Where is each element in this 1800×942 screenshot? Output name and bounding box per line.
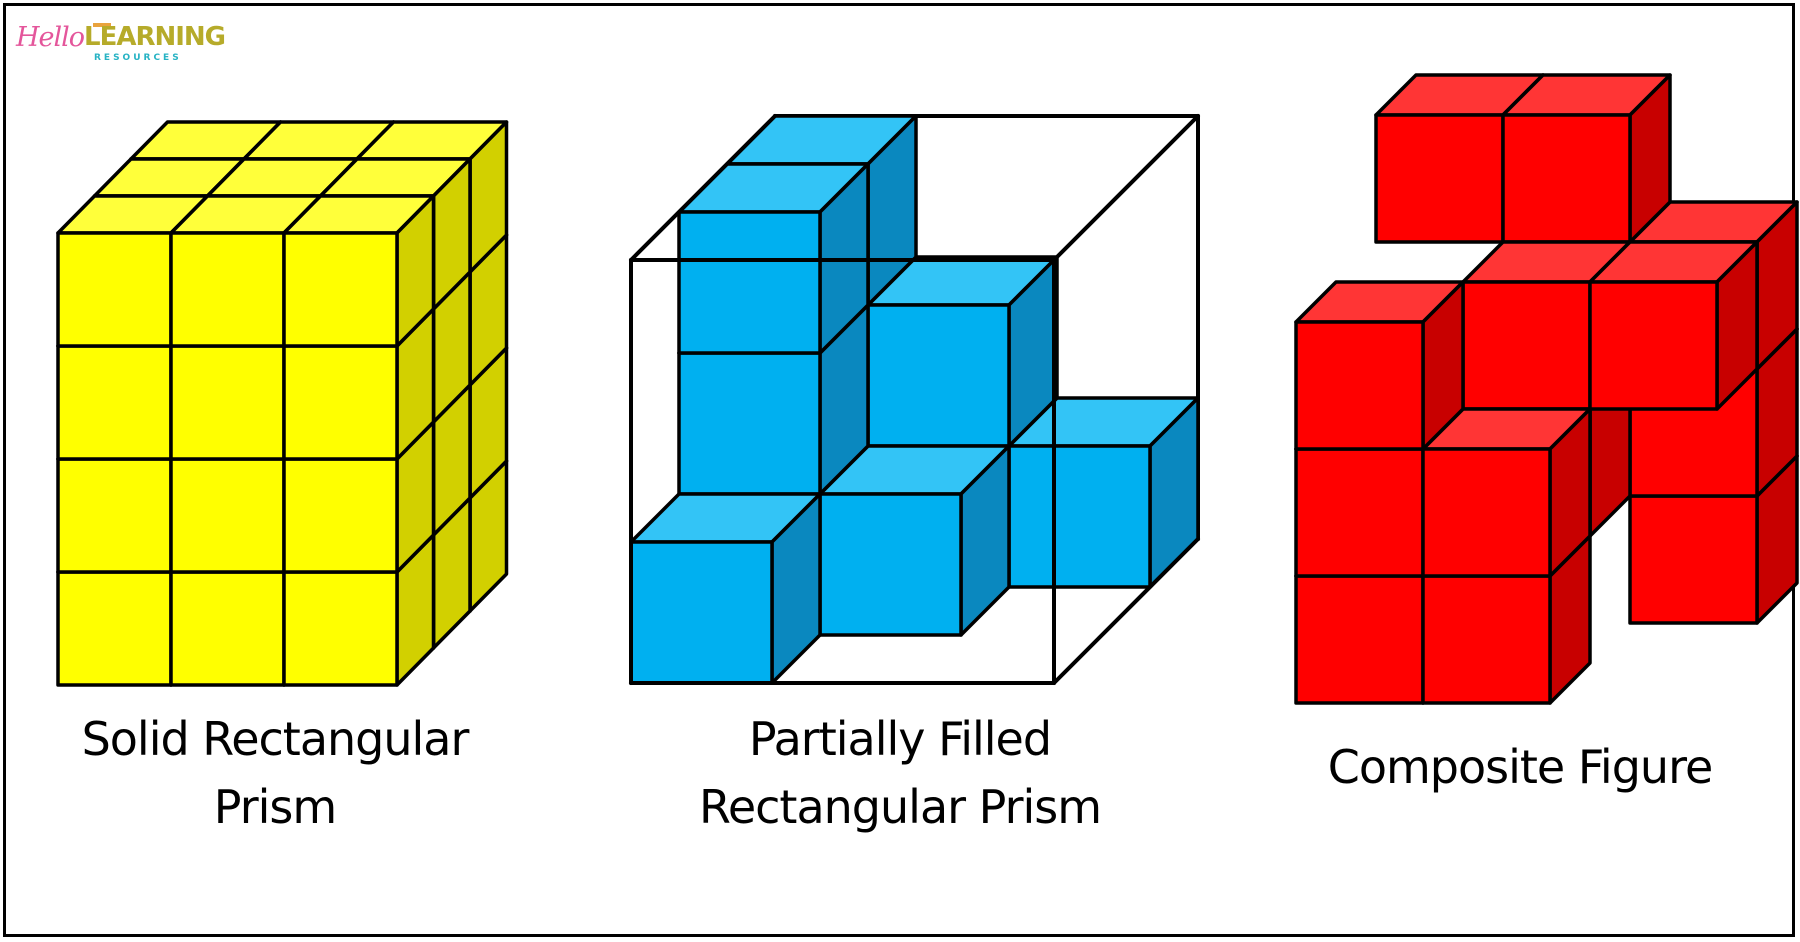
blue-cube-front-face [1007,444,1152,589]
logo-accent-bar [93,23,111,27]
yellow-cube-front-face [56,570,173,687]
red-cube-front-face [1374,113,1505,244]
yellow-cube-front-face [282,457,399,574]
red-cube-front-face [1421,574,1552,705]
blue-cube-front-face [818,492,963,637]
logo-resources-text: RESOURCES [94,53,182,63]
logo-learning-text: LEARNING [84,22,226,52]
yellow-cube-front-face [56,457,173,574]
solid-rectangular-prism-figure [56,120,509,687]
yellow-cube-front-face [56,231,173,348]
yellow-cube-front-face [169,231,286,348]
caption-line: Composite Figure [1327,740,1714,794]
caption-line: Partially Filled [748,712,1052,766]
caption-solid-rectangular-prism: Solid Rectangular Prism [40,705,510,841]
yellow-cube-front-face [282,231,399,348]
red-cube-front-face [1294,320,1425,451]
caption-line: Rectangular Prism [698,780,1102,834]
box-front-edge [1052,114,1200,262]
red-cube-front-face [1421,447,1552,578]
red-cube-front-face [1461,280,1592,411]
yellow-cube-front-face [169,457,286,574]
box-front-edge [1052,537,1200,685]
composite-figure-shape [1294,73,1799,705]
yellow-cube-front-face [282,344,399,461]
caption-partially-filled-prism: Partially Filled Rectangular Prism [650,705,1150,841]
logo-hello-text: Hello [16,22,85,53]
caption-line: Solid Rectangular [81,712,470,766]
hello-learning-logo: Hello LEARNING RESOURCES [14,8,226,68]
yellow-cube-front-face [282,570,399,687]
caption-line: Prism [213,780,337,834]
yellow-cube-front-face [169,570,286,687]
red-cube-front-face [1588,280,1719,411]
red-cube-front-face [1628,494,1759,625]
partially-filled-prism-figure [629,114,1200,685]
blue-cube-front-face [866,303,1011,448]
box-front-edge [629,114,777,262]
yellow-cube-front-face [56,344,173,461]
red-cube-front-face [1294,574,1425,705]
red-cube-front-face [1501,113,1632,244]
red-cube-front-face [1294,447,1425,578]
blue-cube-front-face [677,351,822,496]
caption-composite-figure: Composite Figure [1280,733,1760,801]
blue-cube-front-face [677,210,822,355]
blue-cube-front-face [629,540,774,685]
yellow-cube-front-face [169,344,286,461]
